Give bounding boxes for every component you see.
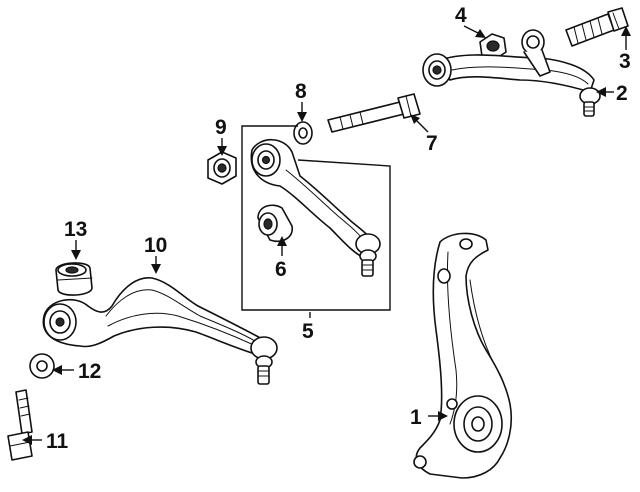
- part-8-washer[interactable]: [293, 121, 313, 145]
- callout-10[interactable]: 10: [144, 234, 167, 257]
- part-2-upper-control-arm[interactable]: [422, 29, 601, 117]
- part-5-lower-arm[interactable]: [250, 138, 381, 277]
- callout-7[interactable]: 7: [426, 132, 438, 155]
- part-9-bushing[interactable]: [207, 151, 237, 185]
- callout-5[interactable]: 5: [302, 320, 314, 343]
- part-7-long-bolt[interactable]: [327, 93, 421, 133]
- part-12-washer[interactable]: [29, 353, 55, 379]
- callout-2[interactable]: 2: [616, 82, 628, 105]
- part-1-steering-knuckle[interactable]: [413, 232, 513, 479]
- callout-6[interactable]: 6: [275, 258, 287, 281]
- callout-1[interactable]: 1: [410, 406, 422, 429]
- callout-9[interactable]: 9: [215, 116, 227, 139]
- part-11-bolt[interactable]: [7, 389, 33, 461]
- callout-4[interactable]: 4: [455, 4, 467, 27]
- callout-11[interactable]: 11: [46, 430, 69, 453]
- callout-labels: 1 2 3 4 5 6 7 8 9 10 11 12 13: [46, 4, 631, 453]
- callout-13[interactable]: 13: [64, 218, 87, 241]
- callout-3[interactable]: 3: [619, 50, 631, 73]
- part-5-assembly-frame: [241, 125, 391, 311]
- part-3-upper-arm-bolt[interactable]: [565, 7, 629, 47]
- part-13-bushing[interactable]: [55, 262, 93, 296]
- callout-leaders: [22, 25, 631, 445]
- part-10-lower-control-arm[interactable]: [42, 277, 278, 385]
- part-6-bushing[interactable]: [257, 204, 293, 242]
- callout-12[interactable]: 12: [78, 360, 101, 383]
- callout-8[interactable]: 8: [295, 80, 307, 103]
